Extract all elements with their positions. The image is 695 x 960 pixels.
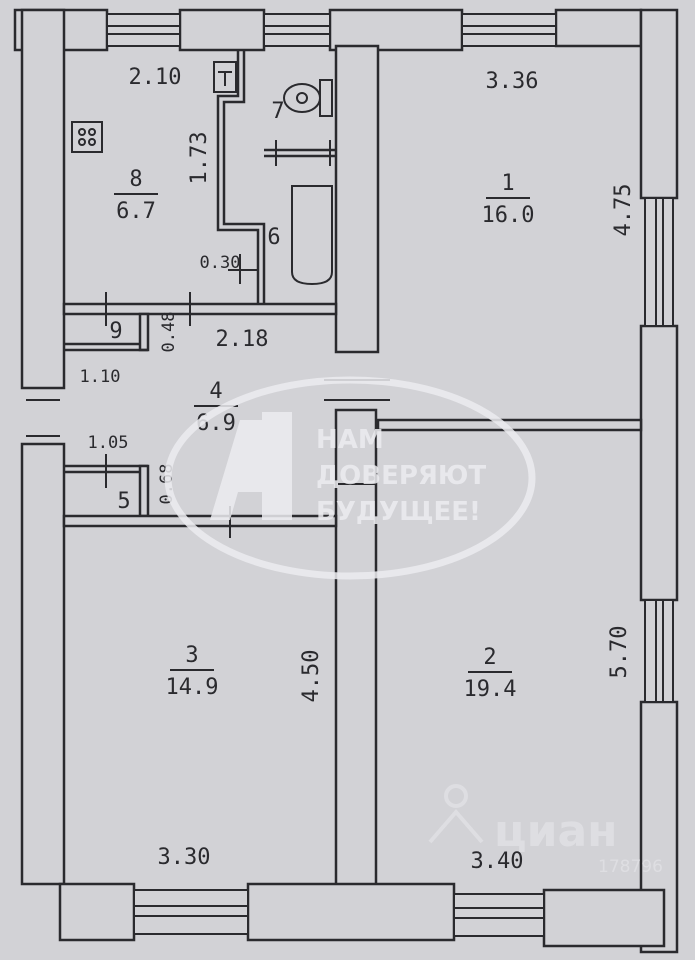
- room-2-label: 219.4: [464, 645, 517, 702]
- door-marks: [26, 140, 390, 538]
- dim-0-48: 0.48: [159, 312, 179, 353]
- wall-bottom-right: [542, 888, 666, 948]
- dim-1-10: 1.10: [80, 367, 121, 387]
- window-bottom-room2: [453, 893, 545, 937]
- bathtub-icon: [291, 185, 333, 286]
- wall-bottom-left: [58, 882, 136, 942]
- window-right-room1: [644, 197, 674, 327]
- cian-pin-icon: [428, 784, 484, 844]
- room-8-number: 8: [129, 167, 142, 192]
- dim-1-05: 1.05: [88, 433, 129, 453]
- cian-brand-text: циан: [494, 806, 618, 857]
- wall-top-toilet: [328, 8, 464, 52]
- watermark-oval: [164, 376, 536, 580]
- room-1-area: 16.0: [482, 203, 535, 228]
- room-6-number: 6: [267, 225, 280, 250]
- room-3-number: 3: [185, 643, 198, 668]
- wall-left-upper: [20, 8, 66, 390]
- room-8-label: 86.7: [114, 167, 158, 224]
- room-4-number: 4: [209, 379, 222, 404]
- dim-1-73: 1.73: [187, 132, 212, 185]
- small-room-labels: 5 6 7 9: [109, 99, 284, 514]
- window-top-bath: [263, 13, 331, 47]
- wall-bottom-mid: [246, 882, 456, 942]
- cian-listing-id: 178796: [598, 857, 663, 877]
- window-top-room1: [461, 13, 557, 47]
- room-5-number: 5: [117, 489, 130, 514]
- window-bottom-room3: [133, 889, 249, 935]
- dim-4-75: 4.75: [611, 184, 636, 237]
- wall-right-upper: [639, 8, 679, 200]
- wall-right-middle: [639, 324, 679, 602]
- wall-top-mid: [178, 8, 266, 52]
- room-2-area: 19.4: [464, 677, 517, 702]
- room-9-number: 9: [109, 319, 122, 344]
- room-1-label: 116.0: [482, 171, 535, 228]
- windows: [106, 13, 674, 937]
- closet-5-walls: [138, 464, 150, 518]
- stove-icon: [71, 121, 103, 153]
- window-top-kitchen: [106, 13, 181, 47]
- partition-kitchen-bottom: [62, 302, 338, 316]
- watermark-line1: НАМ: [316, 425, 384, 455]
- wall-top-right: [554, 8, 643, 48]
- wall-center-upper: [334, 44, 380, 354]
- dim-0-30: 0.30: [200, 253, 241, 273]
- room-3-label: 314.9: [166, 643, 219, 700]
- room-2-number: 2: [483, 645, 496, 670]
- sink-icon: [213, 61, 237, 93]
- dim-3-30: 3.30: [158, 845, 211, 870]
- watermark-line3: БУДУЩЕЕ!: [316, 497, 481, 527]
- dim-2-18: 2.18: [216, 327, 269, 352]
- dim-5-70: 5.70: [607, 626, 632, 679]
- toilet-icon: [283, 79, 333, 117]
- dim-3-40: 3.40: [471, 849, 524, 874]
- room-1-number: 1: [501, 171, 514, 196]
- watermark-logo-icon: [210, 412, 292, 520]
- dim-4-50: 4.50: [299, 650, 324, 703]
- partition-kitchen-bath: [216, 50, 260, 304]
- partitions: [62, 50, 643, 528]
- agency-watermark: НАМ ДОВЕРЯЮТ БУДУЩЕЕ!: [164, 376, 536, 580]
- walls: [13, 8, 679, 954]
- wall-left-lower: [20, 442, 66, 886]
- watermark-line2: ДОВЕРЯЮТ: [316, 461, 486, 491]
- room-3-area: 14.9: [166, 675, 219, 700]
- dim-3-36: 3.36: [486, 69, 539, 94]
- dim-2-10: 2.10: [129, 65, 182, 90]
- cian-watermark: циан 178796: [428, 784, 663, 877]
- room-7-number: 7: [271, 99, 284, 124]
- closet-9-walls: [138, 312, 150, 352]
- window-right-room2: [644, 599, 674, 703]
- wall-center-lower: [334, 408, 378, 892]
- room-8-area: 6.7: [116, 199, 156, 224]
- partition-room3-top: [62, 514, 338, 528]
